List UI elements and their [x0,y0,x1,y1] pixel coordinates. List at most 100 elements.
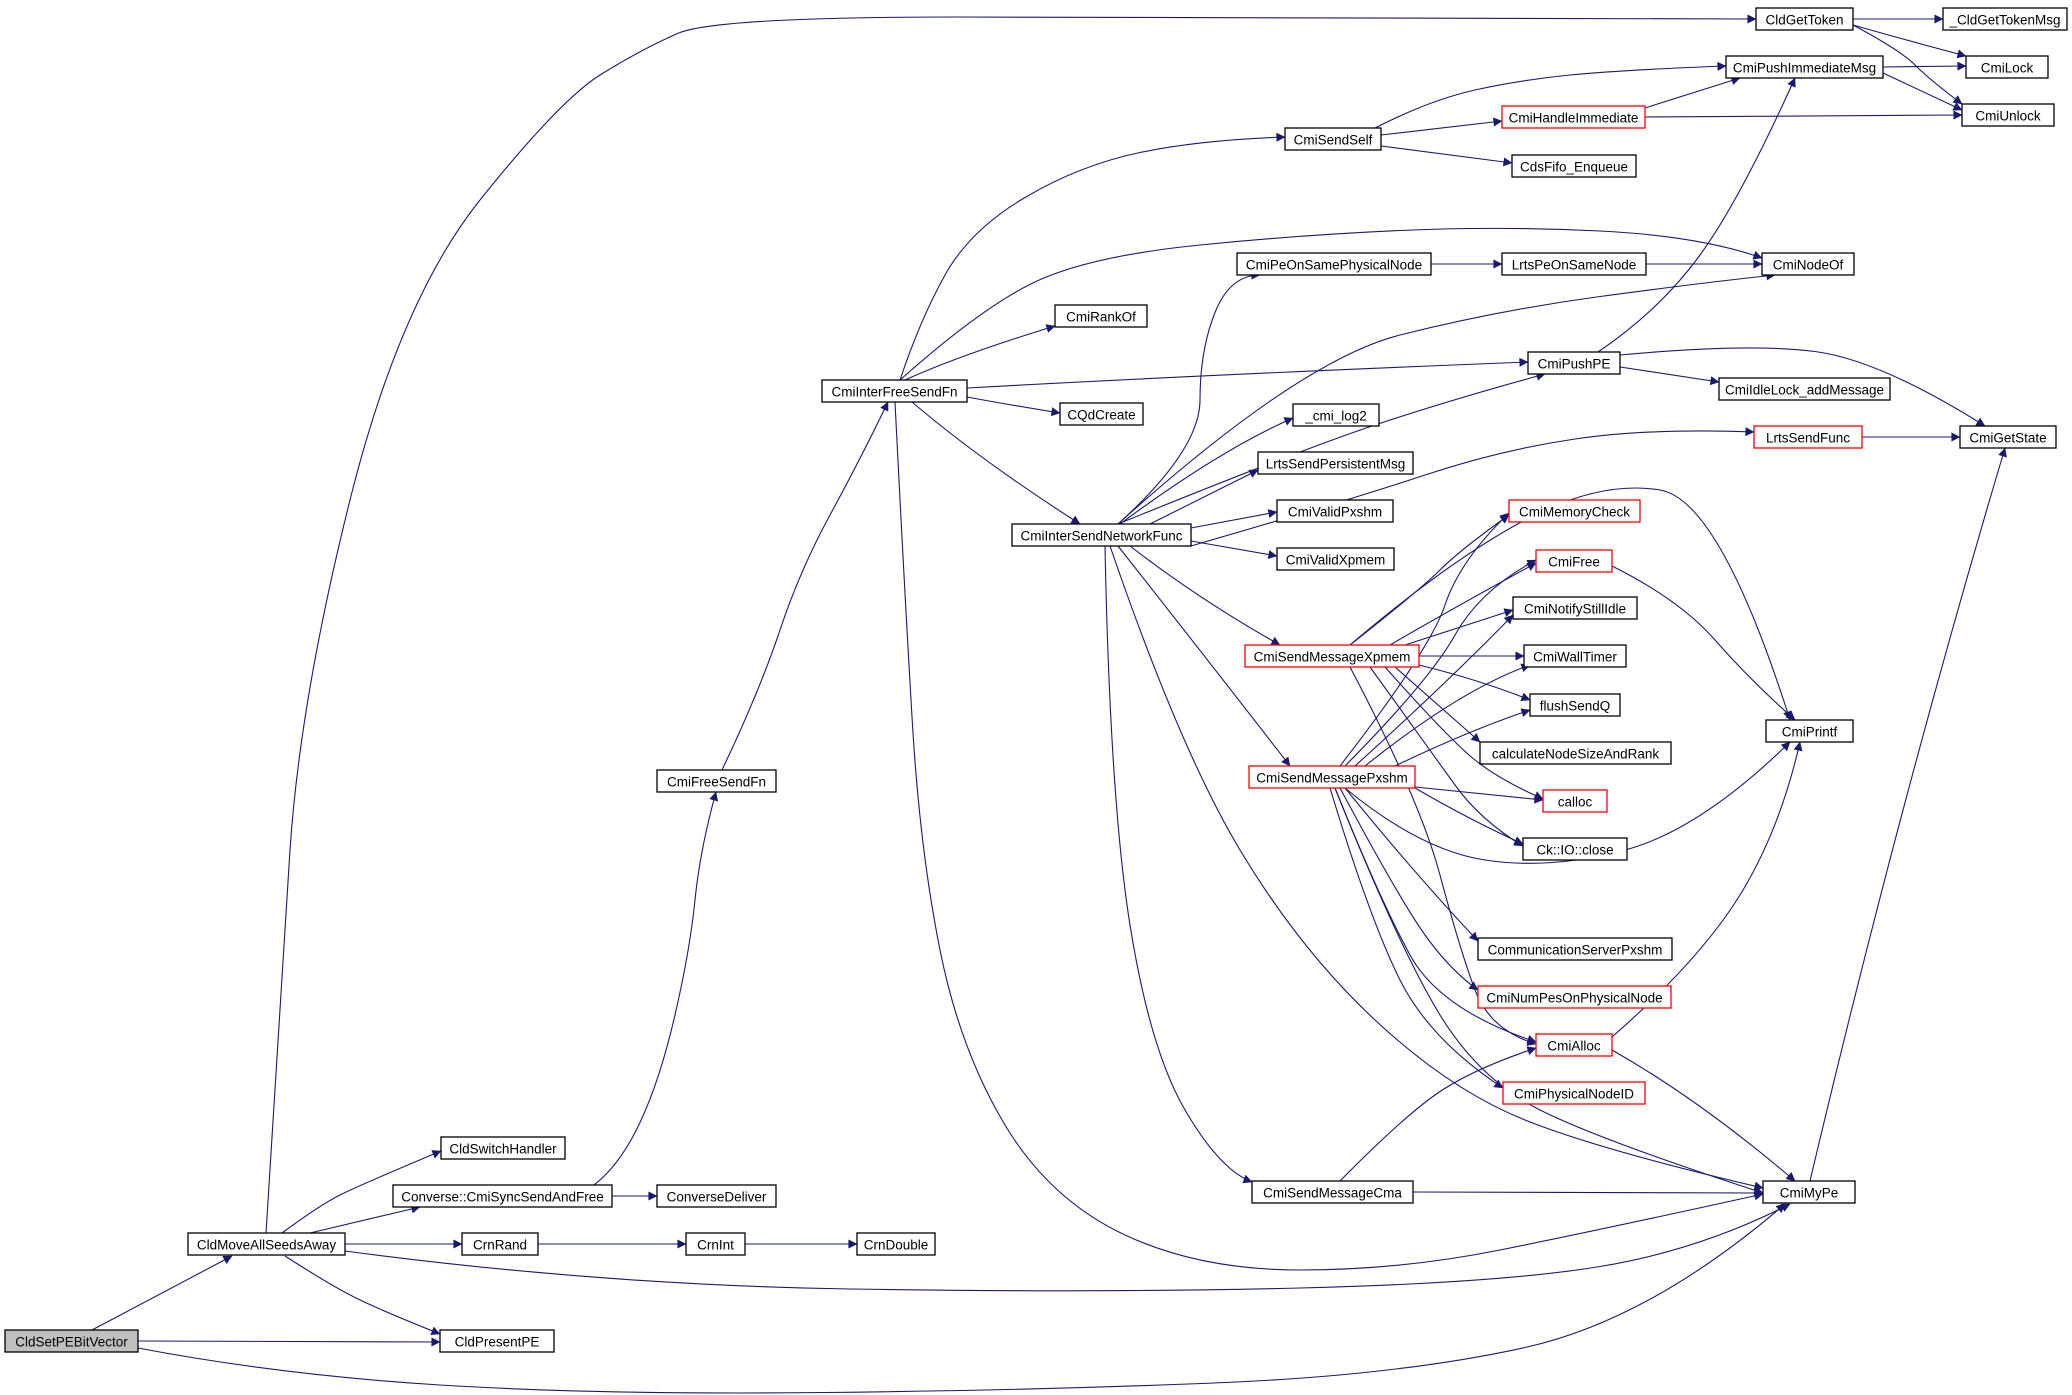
node-cmihandleimmediate[interactable]: CmiHandleImmediate [1501,105,1646,129]
edge-CmiSendMessagePxshm-to-CmiNotifyStillIdle [1354,614,1514,767]
edge-CmiInterFreeSendFn-to-CmiMyPe [894,401,1764,1271]
node-cldmoveallseedsaway[interactable]: CldMoveAllSeedsAway [187,1232,346,1256]
node-conversedeliver[interactable]: ConverseDeliver [656,1184,777,1208]
edge-CmiSendSelf-to-CdsFifo-Enqueue [1380,145,1513,167]
node-label: CmiSendSelf [1294,133,1373,148]
edge-CmiSendMessageCma-to-CmiAlloc [1339,1046,1537,1182]
edge-CmiSendMessageCma-to-CmiMyPe [1412,1188,1764,1198]
edge-CmiInterSendNetworkFunc-to--cmi-log2 [1119,417,1294,525]
node-cmisendself[interactable]: CmiSendSelf [1284,127,1382,151]
edge-CmiInterSendNetworkFunc-to-CmiSendMessagePxshm [1117,545,1291,767]
node-box [1257,451,1414,475]
node-cmiidlelock-addmessage[interactable]: CmiIdleLock_addMessage [1718,377,1891,401]
edge-CmiInterFreeSendFn-to-CmiPushPE [966,357,1529,389]
edge-CmiInterSendNetworkFunc-to-CmiValidPxshm [1190,509,1278,529]
node-cmiwalltimer[interactable]: CmiWallTimer [1523,644,1627,668]
node-box [1725,55,1884,79]
node-box [1276,547,1395,571]
node-label: CmiPushImmediateMsg [1733,61,1876,76]
node-cminodeof[interactable]: CmiNodeOf [1761,252,1855,276]
node-cmirankof[interactable]: CmiRankOf [1054,304,1148,328]
edge-CmiSendMessagePxshm-to-CommunicationServerPxshm [1344,787,1479,942]
node-box [1535,1033,1613,1057]
node-label: CmiFree [1548,555,1600,570]
node-cmiphysicalnodeid[interactable]: CmiPhysicalNodeID [1502,1081,1646,1105]
edge-CmiAlloc-to-CmiMyPe [1611,1049,1796,1182]
node-crnrand[interactable]: CrnRand [461,1232,539,1256]
node-cqdcreate[interactable]: CQdCreate [1059,402,1144,426]
node-converse-cmisyncsendandfree[interactable]: Converse::CmiSyncSendAndFree [392,1184,613,1208]
node-lrtspeonsamenode[interactable]: LrtsPeOnSameNode [1501,252,1647,276]
node-label: CmiInterSendNetworkFunc [1020,529,1182,544]
node-label: calloc [1558,795,1593,810]
node-lrtssendpersistentmsg[interactable]: LrtsSendPersistentMsg [1257,451,1414,475]
node-cmisendmessagexpmem[interactable]: CmiSendMessageXpmem [1244,644,1420,668]
node-cmiprintf[interactable]: CmiPrintf [1765,719,1854,743]
node-cminumpesonphysicalnode[interactable]: CmiNumPesOnPhysicalNode [1477,985,1672,1009]
node-cldpresentpe[interactable]: CldPresentPE [439,1329,555,1353]
edge-CldMoveAllSeedsAway-to-CldGetToken [265,14,1757,1234]
node-label: CrnDouble [864,1238,929,1253]
node-cmivalidpxshm[interactable]: CmiValidPxshm [1276,499,1394,523]
node-cdsfifo-enqueue[interactable]: CdsFifo_Enqueue [1511,154,1637,178]
node-cmi-log2[interactable]: _cmi_log2 [1292,403,1380,427]
node-ck-io-close[interactable]: Ck::IO::close [1522,837,1628,861]
node-box [440,1136,566,1160]
node-box [856,1232,936,1256]
node-lrtssendfunc[interactable]: LrtsSendFunc [1753,425,1863,449]
edge-CmiInterFreeSendFn-to-CmiNodeOf [899,227,1763,381]
node-label: CmiRankOf [1066,310,1136,325]
node-label: CmiValidXpmem [1286,553,1386,568]
node-crndouble[interactable]: CrnDouble [856,1232,936,1256]
node-cmipeonsamephysicalnode[interactable]: CmiPeOnSamePhysicalNode [1236,252,1432,276]
node-label: ConverseDeliver [667,1190,767,1205]
node-box [1284,127,1382,151]
node-cmifreesendfn[interactable]: CmiFreeSendFn [656,769,777,793]
node-cmiunlock[interactable]: CmiUnlock [1961,103,2055,127]
node-cmipushpe[interactable]: CmiPushPE [1527,351,1621,375]
node-cmimemorycheck[interactable]: CmiMemoryCheck [1508,499,1641,523]
node-box [1501,105,1646,129]
node-label: CldSwitchHandler [449,1142,557,1157]
node-label: CmiGetState [1969,431,2046,446]
node-box [1765,719,1854,743]
node-cmipushimmediatemsg[interactable]: CmiPushImmediateMsg [1725,55,1884,79]
node-box [1502,1081,1646,1105]
node-box [1477,937,1673,961]
node-communicationserverpxshm[interactable]: CommunicationServerPxshm [1477,937,1673,961]
node-cmifree[interactable]: CmiFree [1535,549,1613,573]
node-cldsetpebitvector[interactable]: CldSetPEBitVector [4,1329,139,1353]
edge-CldMoveAllSeedsAway-to-CldPresentPE [284,1255,441,1336]
node-calculatenodesizeandrank[interactable]: calculateNodeSizeAndRank [1479,741,1672,765]
edge-CmiSendMessagePxshm-to-CmiPrintf [1344,741,1791,864]
node-calloc[interactable]: calloc [1542,789,1608,813]
edge-CmiInterSendNetworkFunc-to-LrtsSendPersistentMsg [1149,469,1259,525]
edge-CldSetPEBitVector-to-CmiMyPe [137,1203,1786,1394]
node-cmigetstate[interactable]: CmiGetState [1959,425,2057,449]
node-flushsendq[interactable]: flushSendQ [1529,693,1621,717]
node-cmisendmessagepxshm[interactable]: CmiSendMessagePxshm [1248,765,1416,789]
node-cmisendmessagecma[interactable]: CmiSendMessageCma [1251,1180,1414,1204]
node-cldgettoken[interactable]: CldGetToken [1755,7,1854,31]
edge-CmiSendMessagePxshm-to-CmiFree [1344,559,1537,767]
node-cmiinterfreesendfn[interactable]: CmiInterFreeSendFn [821,379,968,403]
node-label: CmiPrintf [1782,725,1838,740]
node-box [1054,304,1148,328]
node-cldgettokenmsg[interactable]: _CldGetTokenMsg [1942,7,2068,31]
node-cminotifystillidle[interactable]: CmiNotifyStillIdle [1512,596,1638,620]
node-box [1236,252,1432,276]
edge-CmiInterFreeSendFn-to-CmiSendSelf [899,132,1286,381]
node-cmimype[interactable]: CmiMyPe [1762,1180,1856,1204]
node-box [1248,765,1416,789]
node-cldswitchhandler[interactable]: CldSwitchHandler [440,1136,566,1160]
node-cmialloc[interactable]: CmiAlloc [1535,1033,1613,1057]
edge-CmiInterFreeSendFn-to-CmiRankOf [904,324,1056,381]
node-cmivalidxpmem[interactable]: CmiValidXpmem [1276,547,1395,571]
node-cmilock[interactable]: CmiLock [1965,55,2049,79]
edge-CmiInterSendNetworkFunc-to-CmiValidXpmem [1190,540,1278,559]
node-crnint[interactable]: CrnInt [685,1232,746,1256]
node-box [4,1329,139,1353]
node-cmiintersendnetworkfunc[interactable]: CmiInterSendNetworkFunc [1011,523,1192,547]
edge-CmiPushPE-to-CmiGetState [1619,347,1986,427]
edge-CmiSendMessageXpmem-to-CmiAlloc [1349,666,1537,1046]
